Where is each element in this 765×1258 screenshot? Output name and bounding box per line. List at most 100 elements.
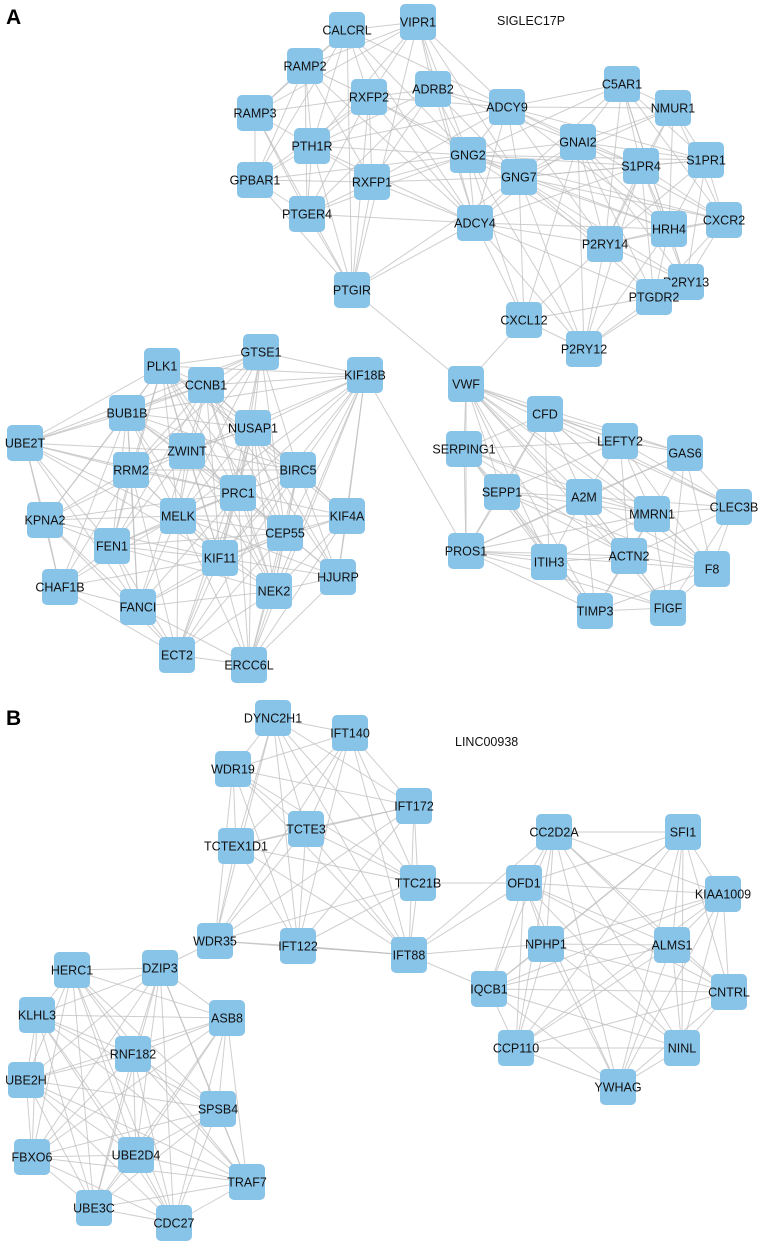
node-s1pr1[interactable]: S1PR1 — [686, 142, 726, 178]
node-vwf[interactable]: VWF — [448, 366, 484, 402]
node-ube2d4[interactable]: UBE2D4 — [112, 1137, 161, 1173]
node-kpna2[interactable]: KPNA2 — [25, 502, 66, 538]
node-ube3c[interactable]: UBE3C — [73, 1190, 115, 1226]
node-ninl[interactable]: NINL — [664, 1030, 700, 1066]
node-rxfp2[interactable]: RXFP2 — [349, 79, 389, 115]
node-tcte3[interactable]: TCTE3 — [286, 811, 326, 847]
node-gng2[interactable]: GNG2 — [450, 137, 486, 173]
node-ramp2[interactable]: RAMP2 — [283, 48, 327, 84]
node-zwint[interactable]: ZWINT — [167, 433, 207, 469]
node-adcy9[interactable]: ADCY9 — [486, 89, 528, 125]
node-cc2d2a[interactable]: CC2D2A — [529, 814, 579, 850]
node-cep55[interactable]: CEP55 — [265, 515, 305, 551]
node-iqcb1[interactable]: IQCB1 — [470, 971, 508, 1007]
node-kif18b[interactable]: KIF18B — [344, 357, 386, 393]
node-gpbar1[interactable]: GPBAR1 — [230, 162, 281, 198]
node-ccp110[interactable]: CCP110 — [493, 1030, 539, 1066]
node-fbxo6[interactable]: FBXO6 — [12, 1139, 53, 1175]
node-actn2[interactable]: ACTN2 — [609, 538, 650, 574]
node-wdr35[interactable]: WDR35 — [193, 923, 237, 959]
node-rrm2[interactable]: RRM2 — [113, 452, 149, 488]
node-tctex1d1[interactable]: TCTEX1D1 — [204, 828, 268, 864]
node-lefty2[interactable]: LEFTY2 — [597, 423, 643, 459]
node-mmrn1[interactable]: MMRN1 — [629, 496, 675, 532]
node-kif11[interactable]: KIF11 — [202, 540, 238, 576]
node-kiaa1009[interactable]: KIAA1009 — [695, 876, 751, 912]
node-birc5[interactable]: BIRC5 — [280, 452, 317, 488]
node-dync2h1[interactable]: DYNC2H1 — [244, 700, 302, 736]
node-box — [197, 923, 233, 959]
node-fanci[interactable]: FANCI — [120, 589, 157, 625]
node-ptgir[interactable]: PTGIR — [333, 272, 371, 308]
node-fen1[interactable]: FEN1 — [94, 528, 130, 564]
node-traf7[interactable]: TRAF7 — [227, 1164, 267, 1200]
node-gng7[interactable]: GNG7 — [501, 159, 537, 195]
node-cdc27[interactable]: CDC27 — [154, 1205, 195, 1241]
node-ptgdr2[interactable]: PTGDR2 — [629, 279, 680, 315]
node-adcy4[interactable]: ADCY4 — [454, 205, 496, 241]
node-asb8[interactable]: ASB8 — [209, 1000, 245, 1036]
node-alms1[interactable]: ALMS1 — [652, 927, 693, 963]
node-herc1[interactable]: HERC1 — [51, 952, 93, 988]
node-nek2[interactable]: NEK2 — [256, 573, 292, 609]
node-kif4a[interactable]: KIF4A — [329, 498, 365, 534]
node-calcrl[interactable]: CALCRL — [322, 12, 372, 48]
node-klhl3[interactable]: KLHL3 — [18, 997, 56, 1033]
node-cntrl[interactable]: CNTRL — [708, 974, 750, 1010]
node-nmur1[interactable]: NMUR1 — [651, 90, 695, 126]
node-clec3b[interactable]: CLEC3B — [710, 489, 759, 525]
node-cxcl12[interactable]: CXCL12 — [500, 302, 548, 338]
node-gnai2[interactable]: GNAI2 — [559, 124, 597, 160]
node-nphp1[interactable]: NPHP1 — [525, 926, 567, 962]
node-serping1[interactable]: SERPING1 — [432, 431, 496, 467]
node-ramp3[interactable]: RAMP3 — [233, 95, 277, 131]
node-itih3[interactable]: ITIH3 — [531, 544, 567, 580]
node-vipr1[interactable]: VIPR1 — [400, 4, 436, 40]
node-timp3[interactable]: TIMP3 — [577, 593, 614, 629]
node-ptger4[interactable]: PTGER4 — [282, 196, 332, 232]
node-s1pr4[interactable]: S1PR4 — [621, 148, 661, 184]
node-dzip3[interactable]: DZIP3 — [142, 950, 178, 986]
node-melk[interactable]: MELK — [160, 498, 196, 534]
node-ect2[interactable]: ECT2 — [159, 637, 195, 673]
node-hrh4[interactable]: HRH4 — [651, 211, 687, 247]
node-ift172[interactable]: IFT172 — [394, 788, 434, 824]
node-ttc21b[interactable]: TTC21B — [395, 865, 442, 901]
node-f8[interactable]: F8 — [694, 551, 730, 587]
node-rxfp1[interactable]: RXFP1 — [352, 164, 392, 200]
node-ift88[interactable]: IFT88 — [391, 937, 427, 973]
node-hjurp[interactable]: HJURP — [317, 559, 359, 595]
node-gas6[interactable]: GAS6 — [667, 435, 703, 471]
node-ywhag[interactable]: YWHAG — [594, 1069, 642, 1105]
node-label: RRM2 — [113, 463, 148, 477]
node-bub1b[interactable]: BUB1B — [107, 395, 148, 431]
node-wdr19[interactable]: WDR19 — [211, 751, 255, 787]
node-ofd1[interactable]: OFD1 — [506, 865, 542, 901]
node-ube2t[interactable]: UBE2T — [5, 425, 46, 461]
node-sepp1[interactable]: SEPP1 — [482, 474, 522, 510]
node-p2ry12[interactable]: P2RY12 — [561, 331, 607, 367]
node-ift122[interactable]: IFT122 — [278, 928, 318, 964]
node-cxcr2[interactable]: CXCR2 — [703, 202, 745, 238]
node-adrb2[interactable]: ADRB2 — [412, 71, 454, 107]
node-p2ry13[interactable]: P2RY13 — [663, 264, 709, 300]
node-c5ar1[interactable]: C5AR1 — [602, 66, 642, 102]
node-a2m[interactable]: A2M — [566, 479, 602, 515]
node-ube2h[interactable]: UBE2H — [5, 1062, 47, 1098]
node-prc1[interactable]: PRC1 — [220, 475, 256, 511]
node-nusap1[interactable]: NUSAP1 — [228, 410, 278, 446]
node-pros1[interactable]: PROS1 — [445, 533, 487, 569]
node-gtse1[interactable]: GTSE1 — [241, 334, 282, 370]
node-cfd[interactable]: CFD — [527, 396, 563, 432]
node-pth1r[interactable]: PTH1R — [292, 128, 333, 164]
node-ift140[interactable]: IFT140 — [330, 715, 370, 751]
node-ercc6l[interactable]: ERCC6L — [224, 647, 274, 683]
node-ccnb1[interactable]: CCNB1 — [185, 367, 227, 403]
node-sfi1[interactable]: SFI1 — [665, 814, 701, 850]
node-p2ry14[interactable]: P2RY14 — [582, 226, 628, 262]
node-plk1[interactable]: PLK1 — [144, 348, 180, 384]
node-figf[interactable]: FIGF — [650, 590, 686, 626]
node-spsb4[interactable]: SPSB4 — [198, 1091, 238, 1127]
node-rnf182[interactable]: RNF182 — [110, 1036, 157, 1072]
node-chaf1b[interactable]: CHAF1B — [35, 569, 85, 605]
